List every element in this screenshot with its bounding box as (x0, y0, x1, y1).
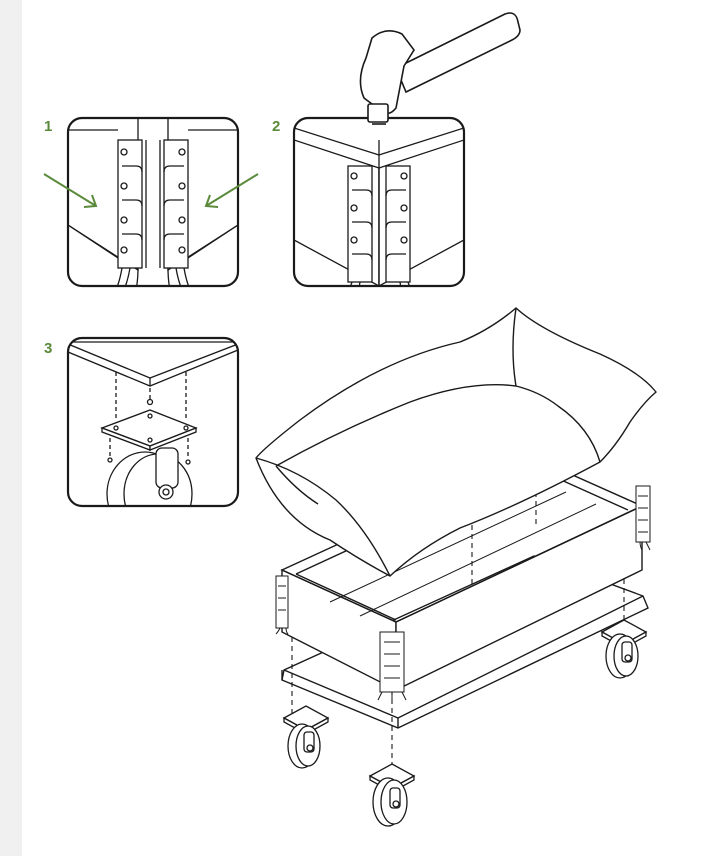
caster-wheel-front-left (282, 705, 330, 769)
caster-wheel-front-right (368, 763, 416, 827)
bag-liner (255, 307, 657, 577)
step-3-number: 3 (44, 340, 53, 357)
hammer-icon (359, 12, 521, 125)
step-2-number: 2 (272, 118, 281, 135)
left-margin-strip (0, 0, 22, 856)
step-2-hinge-panel (292, 116, 466, 288)
push-arrow-left (43, 173, 98, 208)
step-1-hinge-panel (66, 116, 240, 288)
push-arrow-right (204, 173, 259, 208)
step-3-caster-panel (66, 336, 240, 508)
caster-wheel-back-right (600, 619, 648, 679)
step-1-number: 1 (44, 118, 53, 135)
collar-corner-hinge (275, 485, 651, 701)
